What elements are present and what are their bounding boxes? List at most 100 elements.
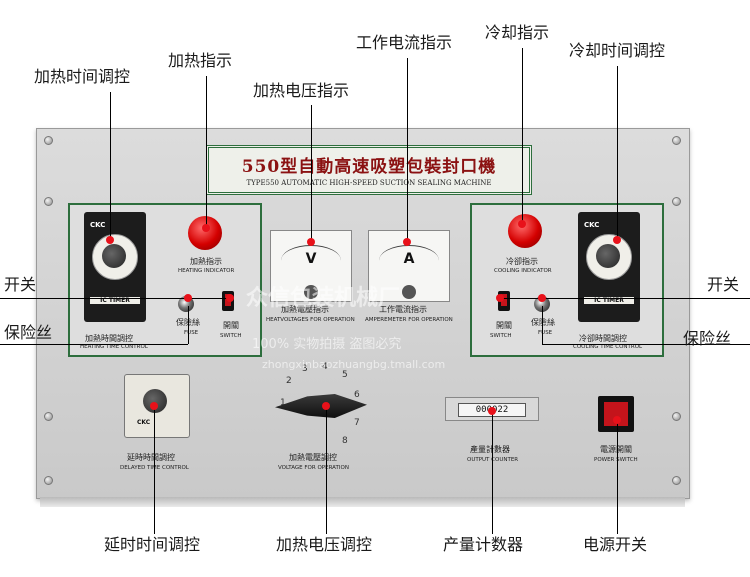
leader-line	[0, 298, 230, 299]
switch-left-label-en: SWITCH	[220, 333, 242, 339]
callout-cooling-time-control: 冷却时间调控	[569, 41, 666, 60]
leader-line	[542, 344, 750, 345]
screw-icon	[672, 476, 681, 485]
delayed-time-label-cn: 延時時間調控	[127, 453, 175, 462]
ammeter-unit: A	[403, 251, 415, 267]
timer-knob-icon[interactable]	[596, 244, 620, 268]
callout-heating-indicator: 加热指示	[168, 51, 233, 70]
switch-right-label-en: SWITCH	[490, 333, 512, 339]
dial-number: 1	[280, 398, 286, 408]
dial-number: 2	[286, 376, 292, 386]
marker-dot	[150, 402, 158, 410]
cooling-indicator-label-en: COOLING INDICATOR	[494, 268, 552, 274]
voltage-control-label-en: VOLTAGE FOR OPERATION	[278, 465, 349, 471]
dial-number: 5	[342, 370, 348, 380]
leader-line	[110, 92, 111, 240]
marker-dot	[488, 407, 496, 415]
fuse-right-label-en: FUSE	[538, 330, 553, 336]
cooling-time-label-cn: 冷卻時間調控	[579, 334, 627, 343]
counter-label-cn: 產量計數器	[470, 445, 510, 454]
leader-line	[0, 344, 188, 345]
marker-dot	[307, 238, 315, 246]
heating-indicator-label-cn: 加熱指示	[190, 257, 222, 266]
screw-icon	[672, 197, 681, 206]
callout-cooling-indicator: 冷却指示	[485, 23, 550, 42]
leader-line	[500, 298, 750, 299]
leader-line	[154, 406, 155, 534]
marker-dot	[518, 220, 526, 228]
leader-line	[188, 306, 189, 344]
voltmeter-knob-icon	[304, 285, 318, 299]
timer-brand: CKC	[584, 221, 600, 229]
callout-heating-voltage-control: 加热电压调控	[276, 535, 373, 554]
ammeter-knob-icon	[402, 285, 416, 299]
callout-heating-time-control: 加热时间调控	[34, 67, 131, 86]
cooling-time-label-en: COOLING TIME CONTROL	[573, 344, 643, 350]
screw-icon	[44, 412, 53, 421]
heating-timer[interactable]: CKC IC TIMER	[84, 212, 146, 322]
callout-working-current-indicator: 工作电流指示	[356, 33, 453, 52]
cooling-indicator-label-cn: 冷卻指示	[506, 257, 538, 266]
leader-line	[326, 406, 327, 534]
callout-fuse-right: 保险丝	[683, 329, 732, 348]
callout-switch-left: 开关	[4, 275, 37, 294]
ammeter-label-en: AMPEREMETER FOR OPERATION	[365, 317, 453, 323]
marker-dot	[613, 236, 621, 244]
marker-dot	[322, 402, 330, 410]
timer-label: IC TIMER	[584, 297, 634, 304]
voltmeter-unit: V	[305, 251, 317, 267]
callout-fuse-left: 保险丝	[4, 323, 53, 342]
machine-title-plate: 550型自動高速吸塑包裝封口機 TYPE550 AUTOMATIC HIGH-S…	[206, 145, 532, 195]
machine-title-cn: 550型自動高速吸塑包裝封口機	[241, 157, 497, 177]
callout-power-switch: 电源开关	[583, 535, 648, 554]
callout-delayed-time-control: 延时时间调控	[104, 535, 201, 554]
voltmeter-label-en: HEATVOLTAGES FOR OPERATION	[266, 317, 355, 323]
ammeter-label-cn: 工作電流指示	[379, 305, 427, 314]
leader-line	[542, 306, 543, 344]
dial-number: 4	[322, 362, 328, 372]
leader-line	[617, 420, 618, 534]
leader-line	[311, 105, 312, 242]
leader-line	[206, 76, 207, 228]
watermark-subtext: 100% 实物拍摄 盗图必究	[252, 337, 402, 352]
screw-icon	[672, 412, 681, 421]
timer-label: IC TIMER	[90, 297, 140, 304]
fuse-right-label-cn: 保險絲	[531, 318, 555, 327]
marker-dot	[202, 224, 210, 232]
leader-line	[617, 66, 618, 240]
marker-dot	[106, 236, 114, 244]
voltage-control-label-cn: 加熱電壓調控	[289, 453, 337, 462]
marker-dot	[184, 294, 192, 302]
marker-dot	[496, 294, 504, 302]
dial-number: 8	[342, 436, 348, 446]
cooling-timer[interactable]: CKC IC TIMER	[578, 212, 640, 322]
leader-line	[407, 58, 408, 242]
screw-icon	[44, 136, 53, 145]
timer-knob-icon[interactable]	[102, 244, 126, 268]
switch-right-label-cn: 開關	[496, 321, 512, 330]
heating-indicator-lamp	[188, 216, 222, 250]
switch-left-label-cn: 開關	[223, 321, 239, 330]
heating-time-label-cn: 加熱時間調控	[85, 334, 133, 343]
fuse-left-label-en: FUSE	[184, 330, 199, 336]
dial-number: 7	[354, 418, 360, 428]
screw-icon	[672, 136, 681, 145]
dial-number: 6	[354, 390, 360, 400]
voltmeter: V	[270, 230, 352, 302]
screw-icon	[44, 197, 53, 206]
heating-indicator-label-en: HEATING INDICATOR	[178, 268, 235, 274]
marker-dot	[403, 238, 411, 246]
panel-shadow	[40, 497, 685, 507]
voltmeter-label-cn: 加熱電壓指示	[281, 305, 329, 314]
callout-output-counter: 产量计数器	[443, 535, 524, 554]
dial-number: 3	[302, 364, 308, 374]
callout-switch-right: 开关	[707, 275, 740, 294]
delayed-timer-brand: CKC	[137, 419, 151, 426]
heating-time-label-en: HEATING TIME CONTROL	[80, 344, 148, 350]
leader-line	[522, 48, 523, 224]
voltage-dial-scale: 1 2 3 4 5 6 7 8	[278, 362, 362, 446]
marker-dot	[613, 416, 621, 424]
power-label-en: POWER SWITCH	[594, 457, 638, 463]
machine-title-en: TYPE550 AUTOMATIC HIGH-SPEED SUCTION SEA…	[246, 179, 492, 187]
power-switch[interactable]	[598, 396, 634, 432]
